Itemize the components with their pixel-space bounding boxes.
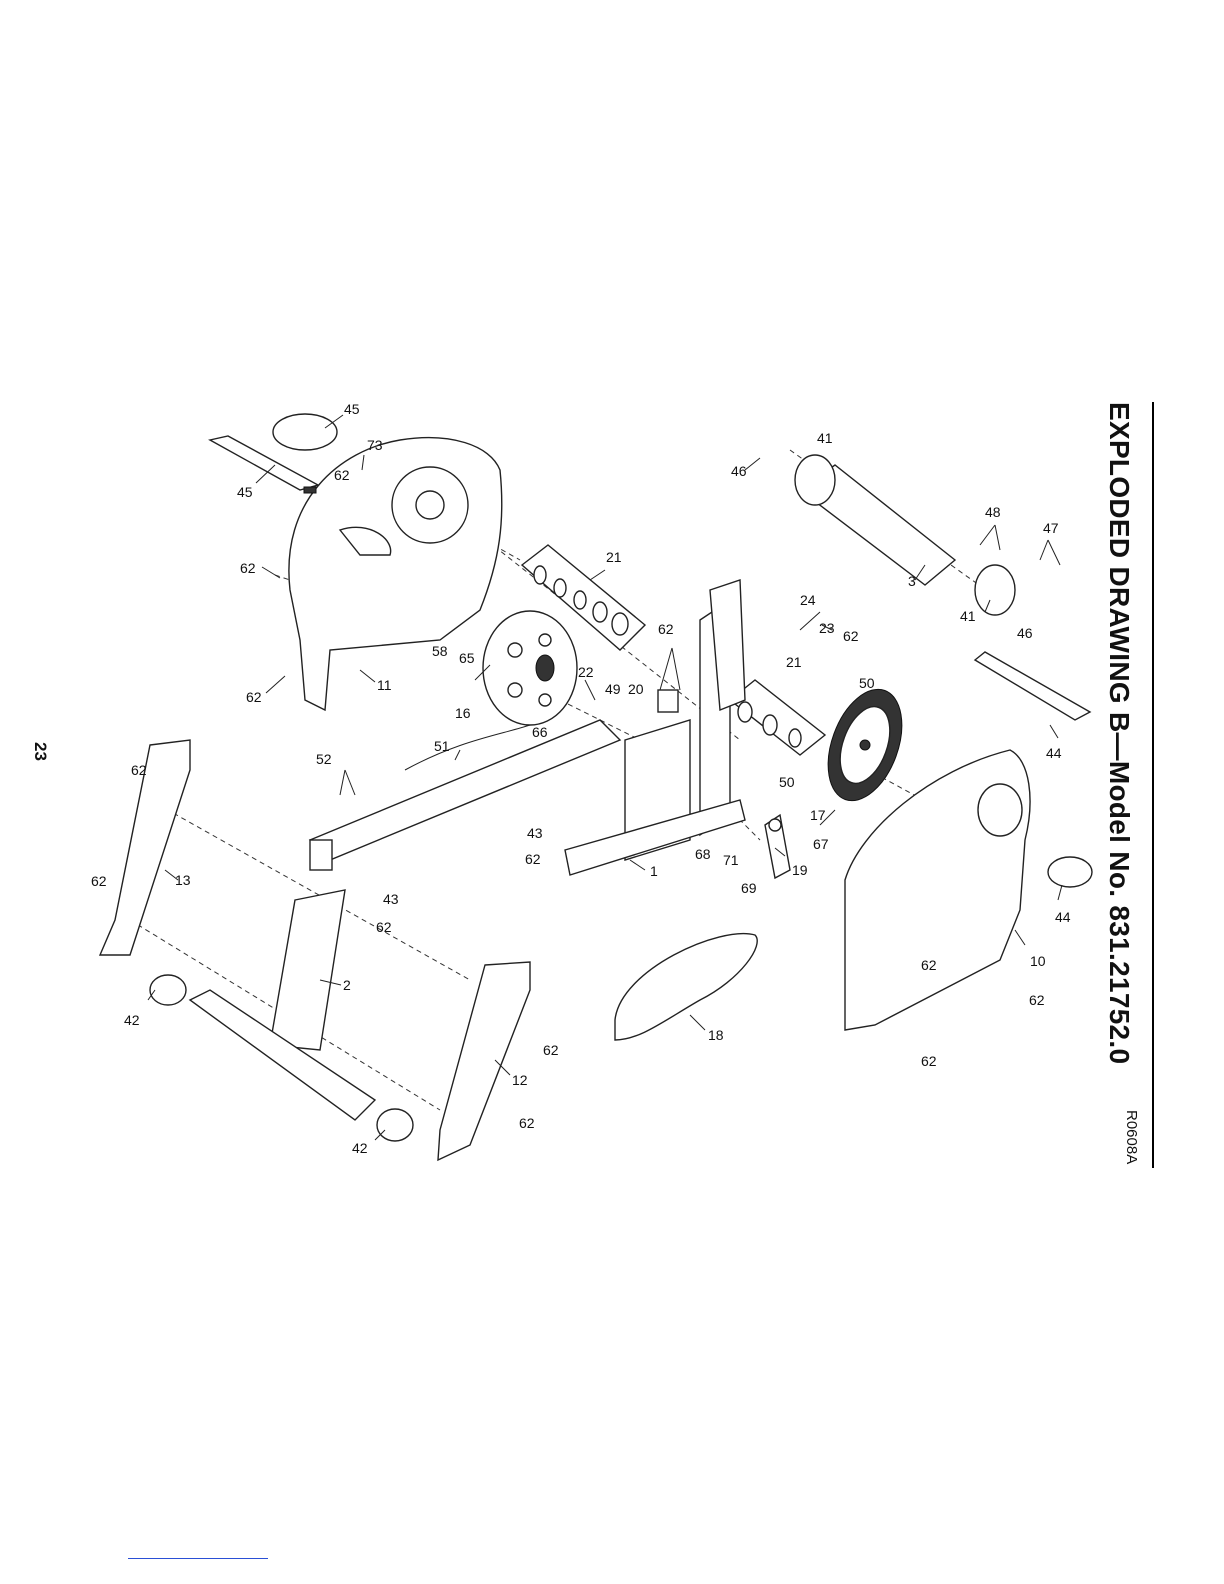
callout-49: 49 [605,681,621,697]
callout-41-top: 41 [817,430,833,446]
roller-assembly-part [795,455,1015,615]
idler-arm-part [765,815,790,878]
callout-20: 20 [628,681,644,697]
left-shroud-part [289,438,502,710]
callout-labels: 45 73 62 45 62 21 62 58 65 11 62 16 22 4… [91,401,1071,1156]
callout-68: 68 [695,846,711,862]
callout-45-top: 45 [344,401,360,417]
callout-18: 18 [708,1027,724,1043]
callout-62-b: 62 [240,560,256,576]
callout-62-n: 62 [921,1053,937,1069]
callout-43-b: 43 [383,891,399,907]
callout-62-k: 62 [843,628,859,644]
callout-41-bottom: 41 [960,608,976,624]
left-pedal-part [210,414,337,493]
flywheel-part [483,611,577,725]
bracket-part [658,690,678,712]
callout-10: 10 [1030,953,1046,969]
callout-23: 23 [819,620,835,636]
callout-62-l: 62 [921,957,937,973]
callout-46-top: 46 [731,463,747,479]
callout-21-lower: 21 [786,654,802,670]
callout-58: 58 [432,643,448,659]
callout-73: 73 [367,437,383,453]
callout-62-g: 62 [91,873,107,889]
callout-46-bottom: 46 [1017,625,1033,641]
callout-62-a: 62 [334,467,350,483]
callout-42-a: 42 [124,1012,140,1028]
callout-12: 12 [512,1072,528,1088]
callout-62-h: 62 [376,919,392,935]
callout-48: 48 [985,504,1001,520]
callout-11: 11 [377,677,392,693]
rear-stabilizer-part [150,890,413,1141]
callout-69: 69 [741,880,757,896]
callout-45-strap: 45 [237,484,253,500]
callout-3: 3 [908,573,916,589]
callout-71: 71 [723,852,739,868]
callout-66: 66 [532,724,548,740]
callout-62-e: 62 [131,762,147,778]
callout-65: 65 [459,650,475,666]
callout-42-b: 42 [352,1140,368,1156]
pulley-part [814,679,916,811]
callout-51: 51 [434,738,450,754]
callout-62-d: 62 [246,689,262,705]
callout-62-c: 62 [658,621,674,637]
callout-24: 24 [800,592,816,608]
callout-1: 1 [650,863,658,879]
callout-50-a: 50 [859,675,875,691]
callout-17: 17 [810,807,826,823]
callout-22: 22 [578,664,594,680]
callout-44-strap: 44 [1046,745,1062,761]
callout-43-a: 43 [527,825,543,841]
callout-44-pedal: 44 [1055,909,1071,925]
callout-62-j: 62 [519,1115,535,1131]
callout-62-m: 62 [1029,992,1045,1008]
drive-belt-part [615,934,757,1040]
callout-19: 19 [792,862,808,878]
callout-13: 13 [175,872,191,888]
callout-16: 16 [455,705,471,721]
callout-52: 52 [316,751,332,767]
callout-50-b: 50 [779,774,795,790]
callout-62-f: 62 [525,851,541,867]
front-leg-cover-part [438,962,530,1160]
callout-21-upper: 21 [606,549,622,565]
callout-47: 47 [1043,520,1059,536]
callout-67: 67 [813,836,829,852]
callout-2: 2 [343,977,351,993]
callout-62-i: 62 [543,1042,559,1058]
